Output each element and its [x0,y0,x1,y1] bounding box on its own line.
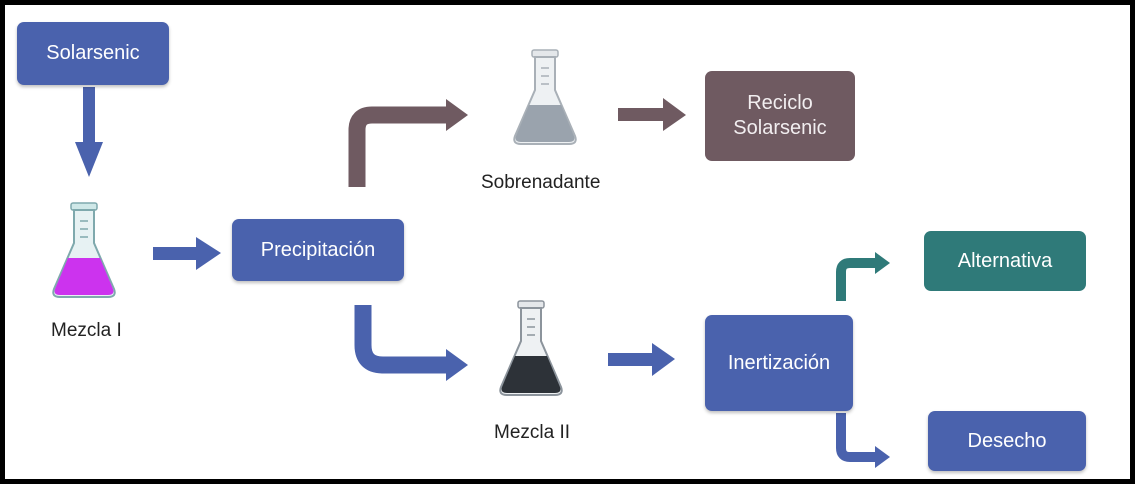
inertizacion-node: Inertización [705,315,853,411]
mezcla2-caption: Mezcla II [494,422,571,443]
arrow-sobrenadante-to-reciclo [618,98,686,131]
arrow-solarsenic-to-mezcla1 [75,87,103,177]
flask-icon [513,49,577,145]
flask-icon [52,202,116,298]
alternativa-label: Alternativa [957,249,1053,272]
arrow-precipitacion-to-sobrenadante [348,99,468,187]
solarsenic-node: Solarsenic [17,22,169,85]
precipitacion-node: Precipitación [232,219,404,281]
reciclo-solarsenic-label: Reciclo Solarsenic [733,92,827,139]
arrow-mezcla2-to-inertizacion [608,343,675,376]
connectors-layer [52,49,890,468]
arrow-precipitacion-to-mezcla2 [354,305,468,381]
desecho-node: Desecho [928,411,1086,471]
inertizacion-label: Inertización [727,351,831,374]
arrow-inertizacion-to-desecho [836,413,890,468]
arrow-inertizacion-to-alternativa [836,252,890,301]
sobrenadante-caption: Sobrenadante [481,172,601,193]
precipitacion-label: Precipitación [260,238,376,261]
mezcla1-caption: Mezcla I [51,320,122,341]
arrow-mezcla1-to-precipitacion [153,237,221,270]
desecho-label: Desecho [967,429,1047,452]
reciclo-solarsenic-node: Reciclo Solarsenic [705,71,855,161]
solarsenic-label: Solarsenic [46,42,140,64]
flask-icon [499,300,563,396]
alternativa-node: Alternativa [924,231,1086,291]
